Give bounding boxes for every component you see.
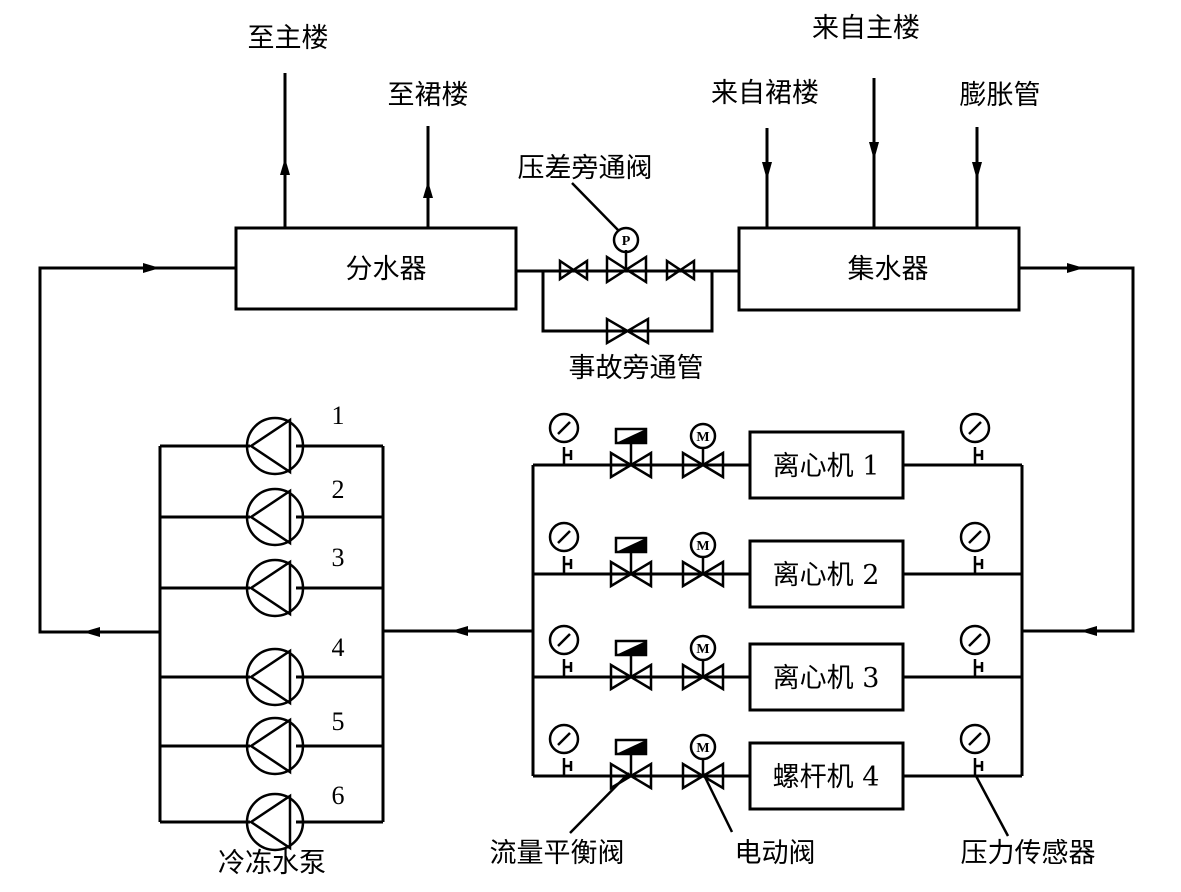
- chiller-group: M 离心机 1 M 离心机 2 M 离心机 3 M 螺杆机 4: [531, 412, 1024, 811]
- supply-pipe-main: [280, 73, 290, 228]
- supply-loop-left: [38, 263, 236, 637]
- pressure-gauge-icon: [548, 521, 580, 574]
- pressure-gauge-icon: [548, 624, 580, 677]
- balance-valve-icon[interactable]: [609, 536, 653, 589]
- flow-arrow-icon: [280, 158, 290, 175]
- pump-2[interactable]: 2: [160, 475, 383, 547]
- m-symbol: M: [696, 539, 709, 554]
- pressure-sensor-icon: [959, 723, 991, 776]
- motor-valve-icon[interactable]: M: [681, 634, 725, 692]
- m-symbol: M: [696, 430, 709, 445]
- label-from-main-building: 来自主楼: [812, 13, 920, 44]
- label-to-podium: 至裙楼: [388, 80, 469, 111]
- differential-pressure-bypass: P 压差旁通阀 事故旁通管: [516, 153, 739, 384]
- motor-valve-icon[interactable]: M: [681, 733, 725, 791]
- flow-arrow-icon: [143, 263, 160, 273]
- label-expansion-pipe: 膨胀管: [960, 80, 1041, 111]
- pressure-gauge-icon: [548, 412, 580, 465]
- balance-valve-icon[interactable]: [609, 738, 653, 791]
- balance-valve-label: 流量平衡阀: [490, 838, 625, 869]
- dp-bypass-valve-icon[interactable]: P: [605, 226, 648, 285]
- chiller-unit[interactable]: 离心机 2: [748, 539, 905, 609]
- flow-arrow-icon: [423, 181, 433, 198]
- m-symbol: M: [696, 741, 709, 756]
- chiller-row-3: M 离心机 3: [533, 624, 1022, 712]
- pump-number: 1: [332, 401, 345, 430]
- gate-valve-icon: [558, 258, 589, 282]
- pump-6[interactable]: 6: [160, 781, 383, 852]
- expansion-pipe: [972, 127, 982, 228]
- m-symbol: M: [696, 642, 709, 657]
- return-loop-right: [1019, 263, 1135, 636]
- pump-group-label: 冷冻水泵: [218, 848, 326, 879]
- flow-arrow-icon: [869, 142, 879, 160]
- pump-4[interactable]: 4: [160, 633, 383, 707]
- pump-number: 4: [332, 633, 345, 662]
- balance-valve-icon[interactable]: [609, 427, 653, 480]
- pressure-gauge-icon: [548, 723, 580, 776]
- pump-3[interactable]: 3: [160, 543, 383, 618]
- pump-1[interactable]: 1: [160, 401, 383, 476]
- pump-icon: [245, 792, 305, 852]
- water-distributor: 分水器: [234, 226, 518, 311]
- supply-pipe-podium: [423, 126, 433, 228]
- label-to-main-building: 至主楼: [248, 23, 329, 54]
- chiller-unit[interactable]: 螺杆机 4: [748, 741, 905, 811]
- pump-icon: [245, 558, 305, 618]
- bottom-annotations: 流量平衡阀 电动阀 压力传感器: [490, 772, 1096, 869]
- emergency-bypass-valve-icon[interactable]: [605, 316, 650, 346]
- water-collector: 集水器: [737, 226, 1021, 312]
- chiller-label: 离心机 1: [773, 451, 880, 482]
- emergency-bypass-label: 事故旁通管: [569, 353, 704, 384]
- pump-icon: [245, 647, 305, 707]
- return-pipe-podium: [762, 128, 772, 228]
- pump-number: 2: [332, 475, 345, 504]
- motor-valve-label: 电动阀: [735, 838, 816, 869]
- pressure-sensor-icon: [959, 521, 991, 574]
- chiller-row-1: M 离心机 1: [533, 412, 1022, 500]
- pump-number: 3: [332, 543, 345, 572]
- pump-to-chiller-pipe: [383, 626, 533, 636]
- pump-icon: [245, 416, 305, 476]
- chiller-label: 离心机 3: [773, 663, 880, 694]
- pressure-sensor-icon: [959, 412, 991, 465]
- flow-arrow-icon: [451, 626, 468, 636]
- pump-5[interactable]: 5: [160, 707, 383, 776]
- flow-arrow-icon: [1067, 263, 1084, 273]
- chiller-row-4: M 螺杆机 4: [533, 723, 1022, 811]
- return-pipe-main: [869, 78, 879, 228]
- collector-label: 集水器: [848, 254, 929, 285]
- flow-arrow-icon: [762, 162, 772, 180]
- pump-icon: [245, 487, 305, 547]
- flow-arrow-icon: [1080, 626, 1097, 636]
- chiller-label: 离心机 2: [773, 560, 880, 591]
- gate-valve-icon: [665, 258, 696, 282]
- flow-arrow-icon: [972, 162, 982, 180]
- pressure-sensor-label: 压力传感器: [961, 838, 1096, 869]
- chiller-label: 螺杆机 4: [773, 762, 880, 793]
- pump-number: 5: [332, 707, 345, 736]
- chiller-row-2: M 离心机 2: [533, 521, 1022, 609]
- motor-valve-icon[interactable]: M: [681, 531, 725, 589]
- pressure-sensor-icon: [959, 624, 991, 677]
- p-symbol: P: [622, 234, 631, 249]
- label-from-podium: 来自裙楼: [711, 78, 819, 109]
- chiller-unit[interactable]: 离心机 1: [748, 430, 905, 500]
- pump-icon: [245, 716, 305, 776]
- flow-arrow-icon: [83, 627, 100, 637]
- chilled-water-pump-group: 1 2 3 4 5 6: [158, 401, 385, 852]
- distributor-label: 分水器: [346, 254, 427, 285]
- chiller-unit[interactable]: 离心机 3: [748, 642, 905, 712]
- balance-valve-icon[interactable]: [609, 639, 653, 692]
- pump-number: 6: [332, 781, 345, 810]
- dp-valve-label: 压差旁通阀: [518, 153, 653, 184]
- motor-valve-icon[interactable]: M: [681, 422, 725, 480]
